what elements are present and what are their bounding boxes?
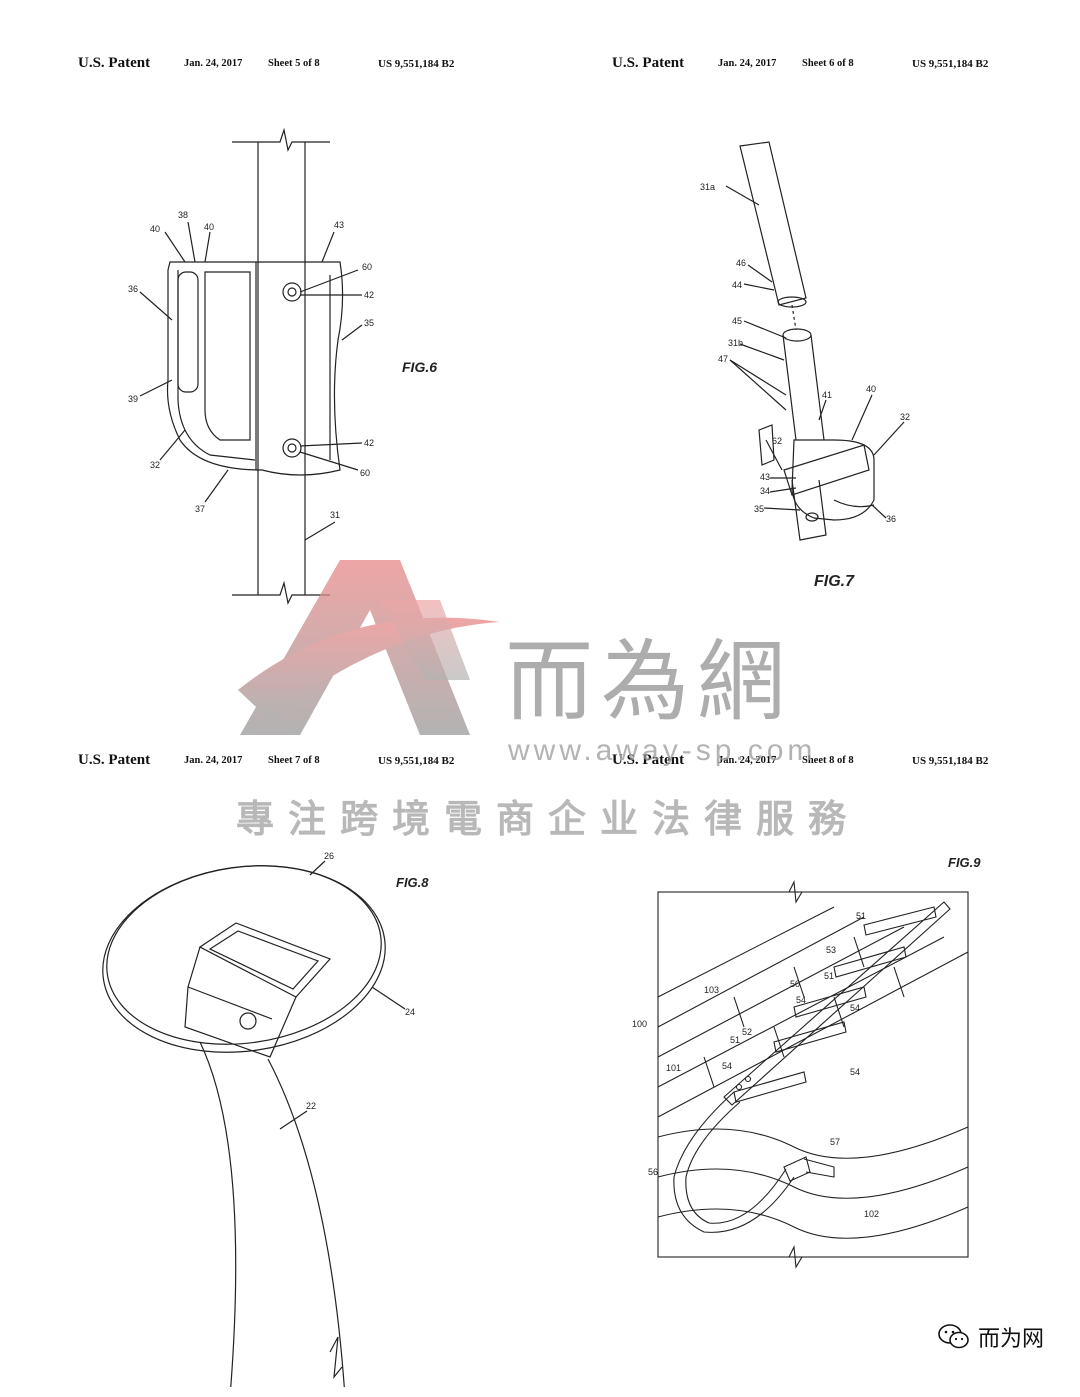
ref-label: 100 <box>632 1019 647 1029</box>
sheet-header: U.S. Patent Jan. 24, 2017 Sheet 8 of 8 U… <box>612 752 1074 772</box>
header-date: Jan. 24, 2017 <box>184 755 243 766</box>
ref-label: 54 <box>850 1067 860 1077</box>
header-patent: U.S. Patent <box>612 55 685 71</box>
ref-label: 35 <box>754 504 764 514</box>
sheet-header: U.S. Patent Jan. 24, 2017 Sheet 6 of 8 U… <box>612 55 1074 75</box>
ref-label: 22 <box>306 1101 316 1111</box>
ref-label: 43 <box>760 472 770 482</box>
sheet-7: U.S. Patent Jan. 24, 2017 Sheet 7 of 8 U… <box>0 697 540 1387</box>
figure-label: FIG.6 <box>402 359 437 375</box>
header-date: Jan. 24, 2017 <box>718 755 777 766</box>
ref-label: 37 <box>195 504 205 514</box>
header-sheet: Sheet 7 of 8 <box>268 755 320 766</box>
ref-label: 57 <box>830 1137 840 1147</box>
ref-label: 60 <box>360 468 370 478</box>
sheet-header: U.S. Patent Jan. 24, 2017 Sheet 7 of 8 U… <box>78 752 540 772</box>
header-number: US 9,551,184 B2 <box>378 755 455 767</box>
figure-label: FIG.8 <box>396 875 429 890</box>
ref-label: 32 <box>900 412 910 422</box>
header-sheet: Sheet 8 of 8 <box>802 755 854 766</box>
ref-label: 40 <box>150 224 160 234</box>
figure-6-drawing: 40 38 40 36 39 32 37 43 60 42 35 42 60 3… <box>128 127 437 605</box>
ref-label: 35 <box>364 318 374 328</box>
ref-label: 26 <box>324 851 334 861</box>
figure-label: FIG.7 <box>814 573 855 590</box>
header-number: US 9,551,184 B2 <box>378 58 455 70</box>
ref-label: 51 <box>824 971 834 981</box>
ref-label: 31b <box>728 338 743 348</box>
figure-label: FIG.9 <box>948 855 981 870</box>
ref-label: 42 <box>364 290 374 300</box>
ref-label: 45 <box>732 316 742 326</box>
ref-label: 51 <box>730 1035 740 1045</box>
ref-label: 54 <box>850 1003 860 1013</box>
ref-label: 24 <box>405 1007 415 1017</box>
header-sheet: Sheet 5 of 8 <box>268 58 320 69</box>
ref-label: 44 <box>732 280 742 290</box>
ref-label: 40 <box>204 222 214 232</box>
ref-label: 38 <box>178 210 188 220</box>
figure-7-drawing: 31a 46 44 45 31b 47 41 40 32 62 43 34 35… <box>700 141 910 590</box>
ref-label: 50 <box>790 979 800 989</box>
ref-label: 34 <box>760 486 770 496</box>
ref-label: 56 <box>648 1167 658 1177</box>
ref-label: 60 <box>362 262 372 272</box>
sheet-5: U.S. Patent Jan. 24, 2017 Sheet 5 of 8 U… <box>0 0 540 690</box>
ref-label: 32 <box>150 460 160 470</box>
ref-label: 103 <box>704 985 719 995</box>
figure-9-drawing: 51 53 51 50 54 103 54 51 52 100 54 101 5… <box>632 855 981 1269</box>
ref-label: 31a <box>700 182 715 192</box>
header-date: Jan. 24, 2017 <box>718 58 777 69</box>
ref-label: 43 <box>334 220 344 230</box>
ref-label: 54 <box>722 1061 732 1071</box>
ref-label: 39 <box>128 394 138 404</box>
header-number: US 9,551,184 B2 <box>912 755 989 767</box>
header-sheet: Sheet 6 of 8 <box>802 58 854 69</box>
ref-label: 36 <box>128 284 138 294</box>
wechat-icon <box>938 1324 969 1349</box>
wechat-account[interactable]: 而为网 <box>938 1321 1044 1353</box>
ref-label: 52 <box>742 1027 752 1037</box>
figure-8-drawing: 26 24 22 FIG.8 <box>102 851 429 1387</box>
ref-label: 51 <box>856 911 866 921</box>
header-patent: U.S. Patent <box>78 55 151 71</box>
ref-label: 47 <box>718 354 728 364</box>
sheet-6: U.S. Patent Jan. 24, 2017 Sheet 6 of 8 U… <box>534 0 1074 690</box>
header-number: US 9,551,184 B2 <box>912 58 989 70</box>
sheet-8: U.S. Patent Jan. 24, 2017 Sheet 8 of 8 U… <box>534 697 1074 1387</box>
wechat-account-name: 而为网 <box>977 1327 1044 1352</box>
sheet-header: U.S. Patent Jan. 24, 2017 Sheet 5 of 8 U… <box>78 55 540 75</box>
ref-label: 62 <box>772 436 782 446</box>
ref-label: 42 <box>364 438 374 448</box>
ref-label: 36 <box>886 514 896 524</box>
header-patent: U.S. Patent <box>612 752 685 768</box>
ref-label: 46 <box>736 258 746 268</box>
ref-label: 40 <box>866 384 876 394</box>
header-patent: U.S. Patent <box>78 752 151 768</box>
ref-label: 54 <box>796 995 806 1005</box>
ref-label: 41 <box>822 390 832 400</box>
header-date: Jan. 24, 2017 <box>184 58 243 69</box>
ref-label: 102 <box>864 1209 879 1219</box>
ref-label: 53 <box>826 945 836 955</box>
ref-label: 101 <box>666 1063 681 1073</box>
ref-label: 31 <box>330 510 340 520</box>
